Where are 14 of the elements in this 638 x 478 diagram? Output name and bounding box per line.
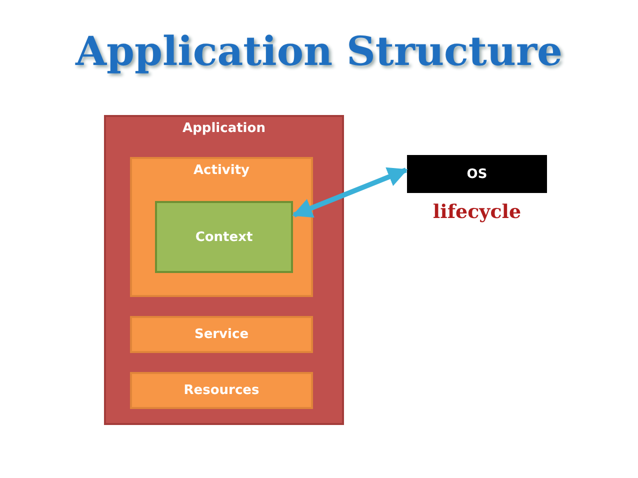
box-label: Resources: [184, 383, 260, 398]
component-box: [130, 316, 313, 353]
box-label: Service: [194, 327, 249, 342]
component-box: [130, 157, 313, 297]
component-box: [104, 115, 344, 425]
component-box: [155, 201, 293, 273]
box-label: Context: [195, 230, 253, 244]
box-label: Activity: [193, 163, 250, 178]
double-arrow: [292, 167, 408, 218]
box-label: Application: [182, 121, 266, 136]
title: Application Structure: [74, 28, 564, 75]
node-caption: lifecycle: [432, 201, 522, 223]
component-box: [130, 372, 313, 409]
box-label: OS: [466, 166, 488, 182]
